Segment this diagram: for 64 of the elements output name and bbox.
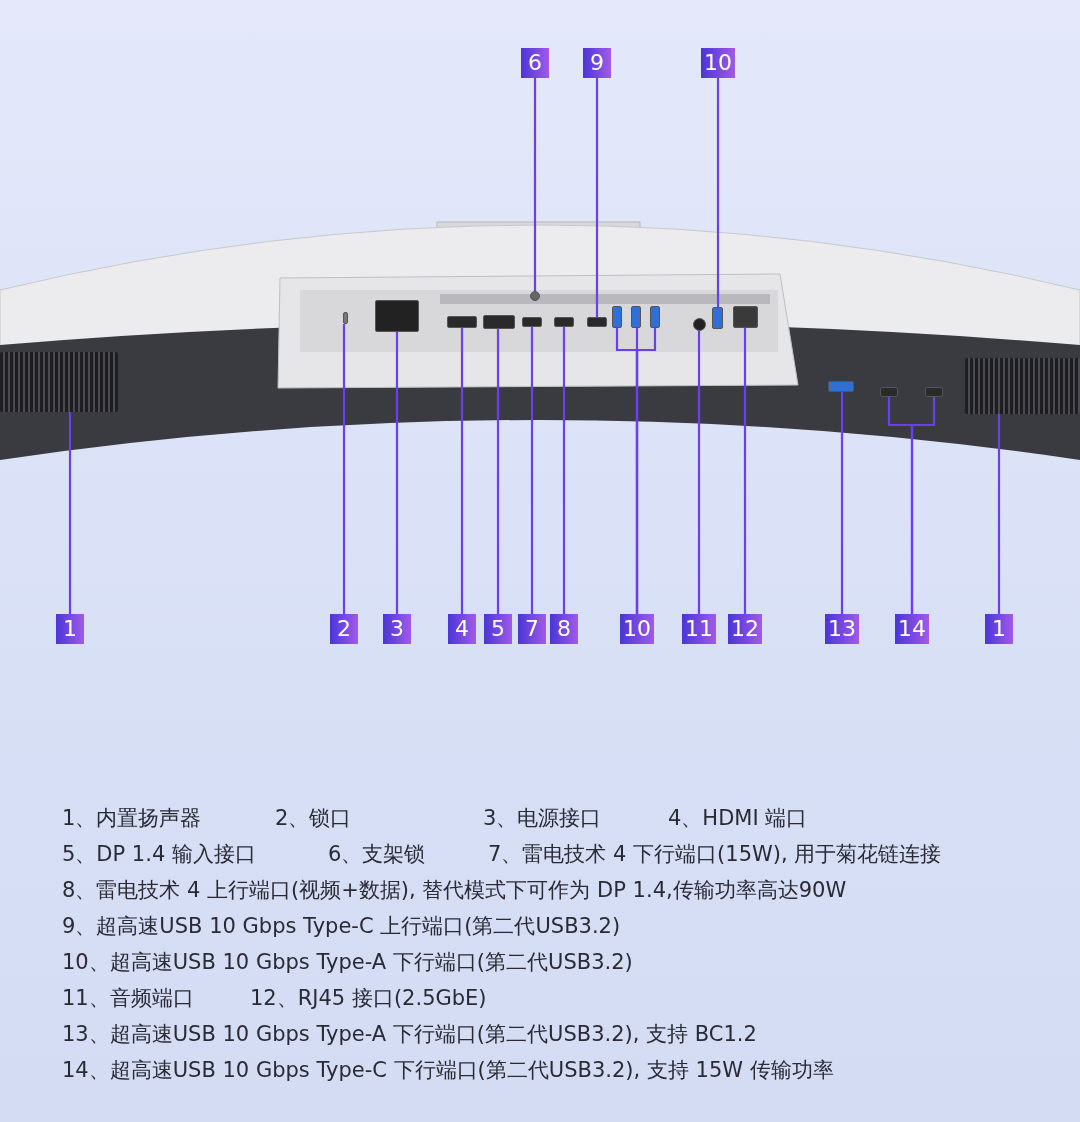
port-description: 9、超高速USB 10 Gbps Type-C 上行端口(第二代USB3.2)	[62, 913, 621, 940]
callout-number: 10	[701, 48, 735, 78]
leader-line	[562, 327, 566, 614]
usb-c-port	[522, 317, 542, 327]
usb-c-port	[925, 387, 943, 397]
power-socket	[375, 300, 419, 332]
callout-number: 8	[550, 614, 578, 644]
usb-a-port	[612, 306, 622, 328]
port-description: 12、RJ45 接口(2.5GbE)	[250, 985, 487, 1012]
leader-line	[595, 78, 599, 317]
callout-number: 7	[518, 614, 546, 644]
port-description: 1、内置扬声器	[62, 805, 202, 832]
usb-c-port	[880, 387, 898, 397]
leader-line	[496, 329, 500, 614]
callout-number: 6	[521, 48, 549, 78]
displayport-port	[483, 315, 515, 329]
usb-c-port	[587, 317, 607, 327]
callout-number: 14	[895, 614, 929, 644]
port-description: 6、支架锁	[328, 841, 426, 868]
stand-lock	[530, 291, 540, 301]
callout-number: 1	[56, 614, 84, 644]
leader-line	[910, 397, 936, 614]
callout-number: 11	[682, 614, 716, 644]
callout-number: 10	[620, 614, 654, 644]
port-description: 13、超高速USB 10 Gbps Type-A 下行端口(第二代USB3.2), 支持 BC1.2	[62, 1021, 757, 1048]
leader-line	[716, 78, 720, 307]
leader-line	[342, 324, 346, 614]
port-description: 14、超高速USB 10 Gbps Type-C 下行端口(第二代USB3.2), 支持 15W 传输功率	[62, 1057, 834, 1084]
callout-number: 3	[383, 614, 411, 644]
usb-c-port	[554, 317, 574, 327]
lock-slot	[343, 312, 348, 324]
usb-a-port	[712, 307, 723, 329]
leader-line	[68, 412, 72, 614]
port-description: 5、DP 1.4 输入接口	[62, 841, 256, 868]
port-description: 3、电源接口	[483, 805, 602, 832]
callout-number: 5	[484, 614, 512, 644]
leader-line	[635, 328, 657, 614]
leader-line	[530, 327, 534, 614]
leader-line	[840, 392, 844, 614]
leader-line	[997, 414, 1001, 614]
port-description: 10、超高速USB 10 Gbps Type-A 下行端口(第二代USB3.2)	[62, 949, 633, 976]
ethernet-port	[733, 306, 758, 328]
speaker-grille	[965, 358, 1080, 414]
callout-number: 1	[985, 614, 1013, 644]
callout-number: 4	[448, 614, 476, 644]
port-description: 2、锁口	[275, 805, 352, 832]
port-description: 4、HDMI 端口	[668, 805, 808, 832]
callout-number: 9	[583, 48, 611, 78]
usb-a-port	[828, 381, 854, 392]
leader-line	[533, 78, 537, 291]
usb-a-port	[650, 306, 660, 328]
port-description: 8、雷电技术 4 上行端口(视频+数据), 替代模式下可作为 DP 1.4,传输功率高达90W	[62, 877, 847, 904]
port-description: 7、雷电技术 4 下行端口(15W), 用于菊花链连接	[488, 841, 942, 868]
leader-line	[743, 328, 747, 614]
port-description: 11、音频端口	[62, 985, 194, 1012]
callout-number: 2	[330, 614, 358, 644]
leader-line	[460, 328, 464, 614]
callout-number: 13	[825, 614, 859, 644]
hdmi-port	[447, 316, 477, 328]
leader-line	[395, 332, 399, 614]
speaker-grille	[0, 352, 118, 412]
callout-number: 12	[728, 614, 762, 644]
leader-line	[697, 331, 701, 614]
usb-a-port	[631, 306, 641, 328]
